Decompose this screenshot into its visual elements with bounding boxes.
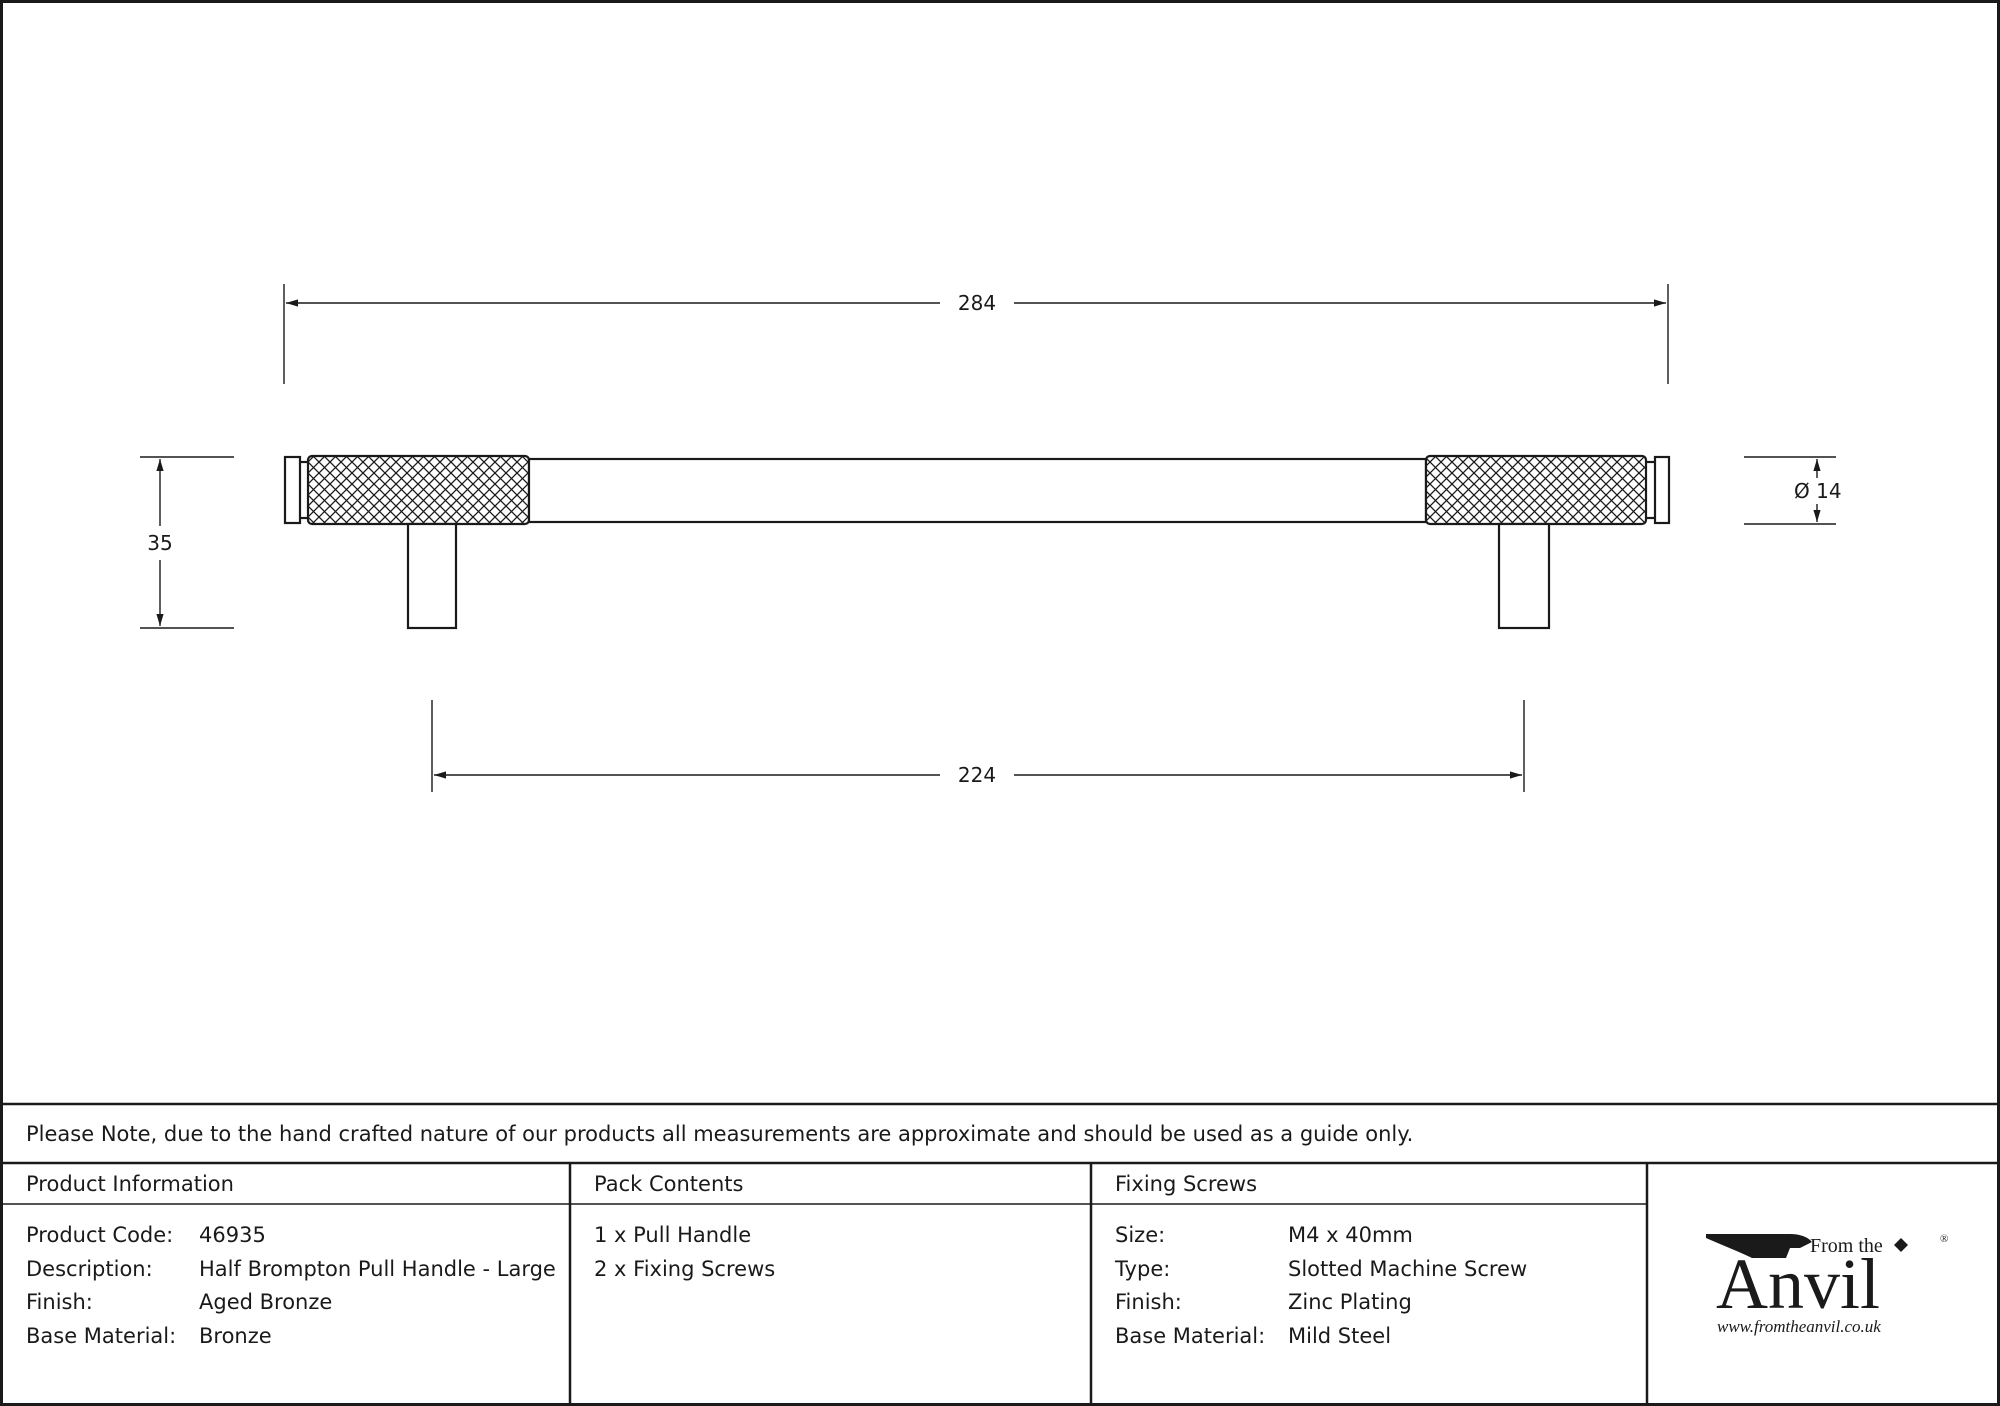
from-the-anvil-logo: From the Anvil ® www.fromtheanvil.co.uk [1706,1233,1948,1336]
screw-finish-value: Zinc Plating [1288,1290,1412,1314]
product-code-label: Product Code: [26,1223,173,1247]
disclaimer-note: Please Note, due to the hand crafted nat… [26,1122,1413,1146]
logo-registered-mark: ® [1940,1233,1948,1245]
description-value: Half Brompton Pull Handle - Large [199,1257,556,1281]
logo-url: www.fromtheanvil.co.uk [1717,1317,1881,1336]
handle-drawing [283,454,1671,630]
logo-main-text: Anvil [1716,1244,1880,1324]
screw-type-label: Type: [1114,1257,1170,1281]
dimension-label-height: 35 [147,531,172,555]
dimension-label-diameter: Ø 14 [1794,479,1842,503]
info-table-lines [0,1102,2000,1406]
left-end-cap [283,455,302,525]
base-material-value: Bronze [199,1324,272,1348]
pack-item: 2 x Fixing Screws [594,1257,775,1281]
left-knurled-grip [306,454,531,526]
pack-contents-header: Pack Contents [594,1172,743,1196]
right-leg [1497,522,1551,630]
finish-label: Finish: [26,1290,93,1314]
dimension-overall-length [283,284,1669,384]
left-leg [406,522,458,630]
screw-size-label: Size: [1115,1223,1165,1247]
screw-base-material-value: Mild Steel [1288,1324,1391,1348]
dimension-diameter [1744,456,1836,525]
screw-finish-label: Finish: [1115,1290,1182,1314]
description-label: Description: [26,1257,153,1281]
pack-item: 1 x Pull Handle [594,1223,751,1247]
anvil-icon [1706,1234,1812,1258]
base-material-label: Base Material: [26,1324,176,1348]
fixing-screws-header: Fixing Screws [1115,1172,1257,1196]
product-information-header: Product Information [26,1172,234,1196]
right-knurled-grip [1424,454,1648,526]
right-end-cap [1653,455,1671,525]
product-code-value: 46935 [199,1223,266,1247]
handle-bar [527,457,1428,524]
screw-base-material-label: Base Material: [1115,1324,1265,1348]
dimension-centres [431,700,1525,792]
logo-top-text: From the [1810,1235,1883,1257]
finish-value: Aged Bronze [199,1290,332,1314]
screw-type-value: Slotted Machine Screw [1288,1257,1527,1281]
dimension-label-centres: 224 [958,763,996,787]
screw-size-value: M4 x 40mm [1288,1223,1413,1247]
dimension-height [140,456,234,629]
diamond-icon [1894,1238,1908,1252]
dimension-label-overall: 284 [958,291,996,315]
